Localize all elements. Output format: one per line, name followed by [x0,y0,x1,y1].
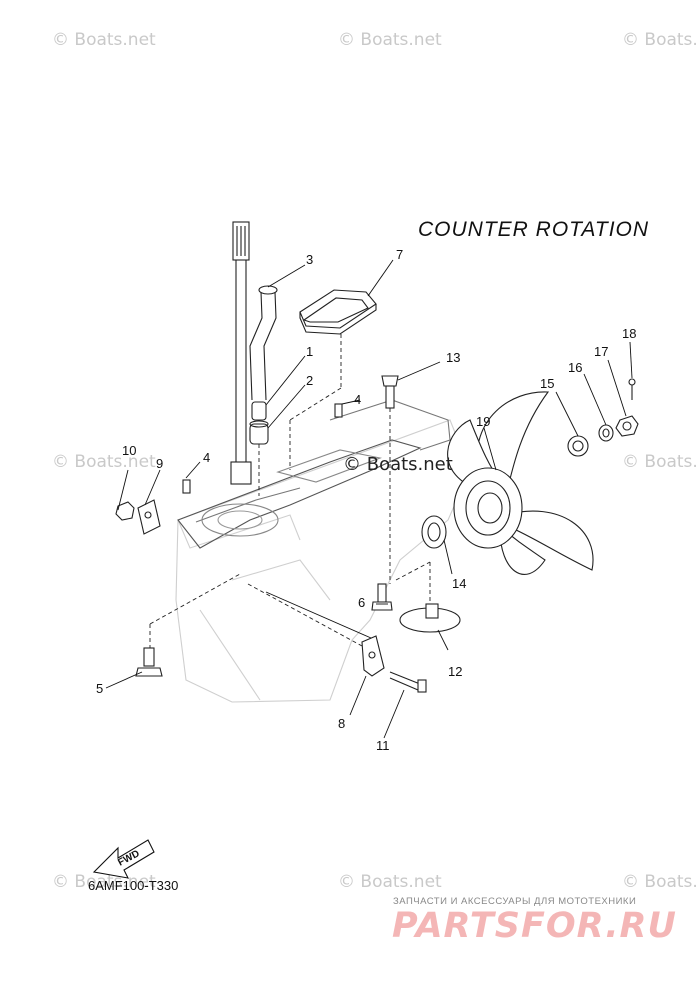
callout-5: 5 [96,681,103,696]
gasket [299,289,377,335]
callout-labels: 3 1 2 4 4 7 10 9 5 6 8 11 13 14 12 15 16… [96,247,636,753]
callout-10: 11 [376,738,390,753]
callout-14: 14 [452,576,466,591]
watermark: © Boats.net [52,872,156,892]
bolt [381,375,399,409]
watermark: © Boats.net [52,452,156,472]
callout-1: 1 [306,344,313,359]
bolt [371,583,393,611]
watermark: © Boats.net [52,30,156,50]
callout-3: 3 [306,252,313,267]
callout-4: 4 [203,450,210,465]
anode [361,635,385,677]
callout-4: 4 [354,392,361,407]
watermark: © Boats.net [622,872,698,892]
callout-12: 12 [448,664,462,679]
callout-8: 8 [338,716,345,731]
water-tube [249,285,278,401]
alignment-lines [149,334,431,648]
brand-tagline: ЗАПЧАСТИ И АКСЕССУАРЫ ДЛЯ МОТОТЕХНИКИ [393,896,637,907]
dowel-pin [334,403,343,418]
callout-6: 6 [358,595,365,610]
trim-tab [399,603,461,633]
bolt [389,671,421,691]
watermark: © Boats.net [622,452,698,472]
dowel-pin [182,479,191,494]
watermark: © Boats.net [622,30,698,50]
fwd-arrow-icon: FWD [92,839,155,879]
callout-2: 2 [306,373,313,388]
callout-17: 17 [594,344,608,359]
cotter-pin [628,378,636,400]
callout-19: 19 [476,414,490,429]
anode [137,499,161,535]
watermark: © Boats.net [338,30,442,50]
callout-18: 18 [622,326,636,341]
propeller [447,391,594,575]
prop-nut [615,415,639,437]
callout-11: 10 [122,443,136,458]
watermark: © Boats.net [338,872,442,892]
center-watermark: © Boats.net [343,454,453,475]
part-code: 6AMF100-T330 [88,878,179,893]
drive-shaft [230,221,252,485]
diagram-title: COUNTER ROTATION [418,218,650,241]
grommet [249,401,269,445]
callout-15: 15 [540,376,554,391]
leader-lines [105,259,633,739]
housing-top [177,399,451,549]
thrust-washer [421,515,447,549]
brand-logo: PARTSFOR.RU [392,906,677,946]
callout-16: 16 [568,360,582,375]
bolt [135,647,163,677]
spacer [567,435,589,457]
callout-9: 9 [156,456,163,471]
callout-13: 13 [446,350,460,365]
callout-7: 7 [396,247,403,262]
nut [115,501,135,521]
washer [598,424,614,442]
